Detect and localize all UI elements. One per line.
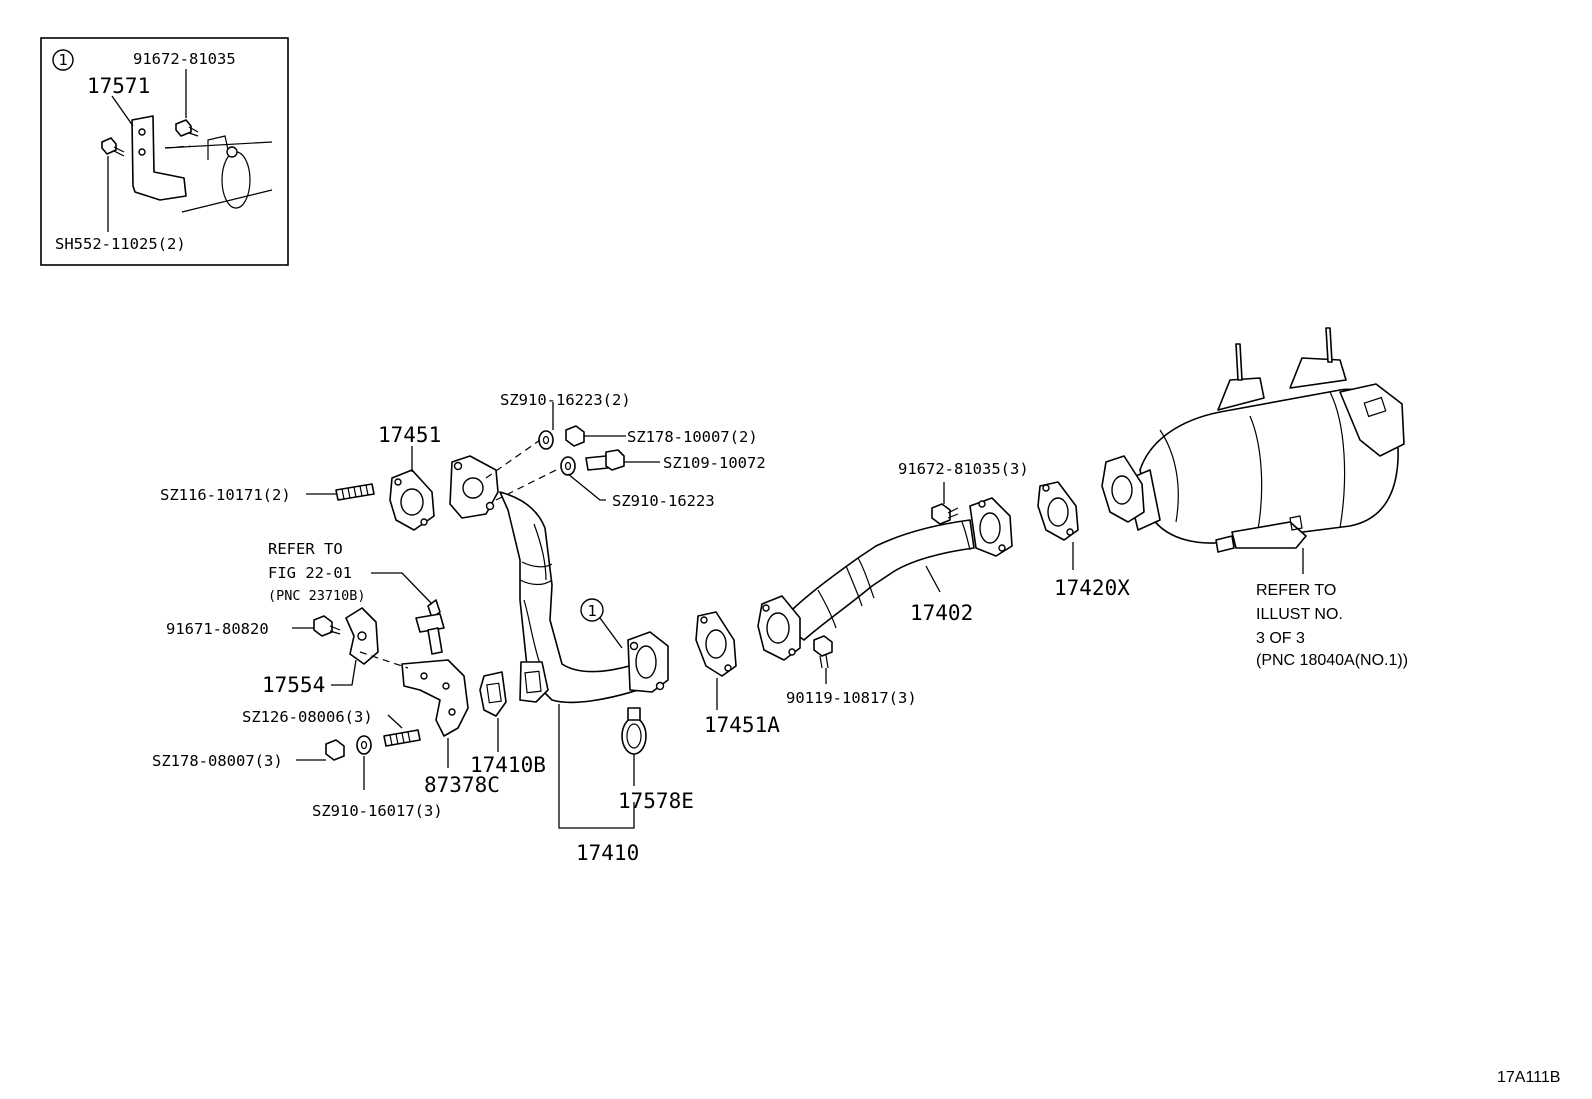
label-sh552-11025: SH552-11025(2) <box>55 235 186 253</box>
inset-bolt-bottom-icon <box>101 137 125 157</box>
label-refer-illust-line3: 3 OF 3 <box>1256 630 1305 647</box>
label-refer-fig-line2: FIG 22-01 <box>268 564 352 582</box>
inset-bolt-top-icon <box>175 119 199 137</box>
label-sz178-08007-3: SZ178-08007(3) <box>152 752 283 770</box>
clamp-17578e <box>621 707 647 755</box>
label-91672-81035: 91672-81035 <box>133 50 236 68</box>
washer-sz910-16223-icon <box>560 456 576 476</box>
bolt-sz109-10072-icon <box>585 449 625 471</box>
bolt-91672-81035-3-icon <box>931 503 959 525</box>
nut-sz178-10007-2-icon <box>565 425 585 447</box>
inset-frame <box>40 37 289 266</box>
dashed-line-bracket <box>359 651 409 669</box>
label-17402: 17402 <box>910 601 973 625</box>
label-sz116-10171-2: SZ116-10171(2) <box>160 486 291 504</box>
label-sz178-10007-2: SZ178-10007(2) <box>627 428 758 446</box>
label-refer-fig-line3: (PNC 23710B) <box>268 588 366 604</box>
label-17451a: 17451A <box>704 713 780 737</box>
inset-detail: 1 91672-81035 17571 SH55 <box>40 37 289 266</box>
inset-leader-bracket <box>111 95 134 127</box>
label-91671-80820: 91671-80820 <box>166 620 269 638</box>
stud-sz116-10171-2-icon <box>335 483 375 501</box>
label-sz910-16223-2: SZ910-16223(2) <box>500 391 631 409</box>
label-refer-illust-line1: REFER TO <box>1256 582 1336 599</box>
gasket-17451 <box>389 469 435 531</box>
inset-pipe-drawing <box>164 135 273 213</box>
label-sz109-10072: SZ109-10072 <box>663 454 766 472</box>
gasket-17420x <box>1037 481 1079 541</box>
label-87378c: 87378C <box>424 773 500 797</box>
label-17410: 17410 <box>576 841 639 865</box>
inset-marker-circle <box>52 49 74 71</box>
gasket-17451a <box>695 611 737 677</box>
converter-assembly <box>1101 327 1405 553</box>
washer-sz910-16223-2-icon <box>538 430 554 450</box>
label-refer-fig-line1: REFER TO <box>268 540 343 558</box>
bracket-17554 <box>345 607 379 665</box>
label-17410b: 17410B <box>470 753 546 777</box>
leader-lines <box>292 402 1304 829</box>
label-sz910-16223: SZ910-16223 <box>612 492 715 510</box>
bolt-91671-80820-icon <box>313 615 341 637</box>
inset-bracket-17571 <box>131 115 187 201</box>
bracket-87378c <box>401 659 469 737</box>
diagram-code: 17A111B <box>1497 1069 1560 1086</box>
inset-marker-number: 1 <box>58 51 67 69</box>
nut-sz178-08007-3-icon <box>325 739 345 761</box>
label-90119-10817-3: 90119-10817(3) <box>786 689 917 707</box>
label-sz126-08006-3: SZ126-08006(3) <box>242 708 373 726</box>
gasket-17410b <box>479 671 507 717</box>
callout-leader <box>599 617 623 649</box>
front-pipe-17410 <box>449 455 669 704</box>
stud-sz126-08006-3-icon <box>383 729 421 747</box>
sensor-icon <box>415 599 445 655</box>
label-17578e: 17578E <box>618 789 694 813</box>
bolt-90119-10817-3-icon <box>813 635 833 669</box>
label-91672-81035-3: 91672-81035(3) <box>898 460 1029 478</box>
label-17451: 17451 <box>378 423 441 447</box>
label-sz910-16017-3: SZ910-16017(3) <box>312 802 443 820</box>
label-17554: 17554 <box>262 673 325 697</box>
label-17420x: 17420X <box>1054 576 1130 600</box>
washer-sz910-16017-3-icon <box>356 735 372 755</box>
label-refer-illust-line2: ILLUST NO. <box>1256 606 1343 623</box>
callout-marker-circle <box>580 598 604 622</box>
callout-marker-number: 1 <box>587 602 596 620</box>
label-17571: 17571 <box>87 74 150 98</box>
label-refer-illust-line4: (PNC 18040A(NO.1)) <box>1256 652 1408 669</box>
center-pipe-17402 <box>757 497 1013 661</box>
